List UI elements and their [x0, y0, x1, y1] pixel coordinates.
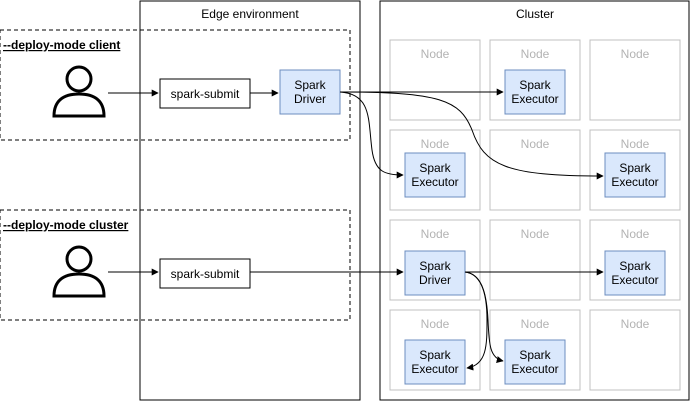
- client-mode-region: --deploy-mode client: [0, 29, 351, 141]
- node-r1c1: [389, 39, 481, 121]
- node-label: Node: [421, 137, 450, 151]
- spark-executor-label-line1: Spark: [519, 348, 551, 362]
- spark-driver-label-line1: Spark: [419, 259, 451, 273]
- spark-executor-label-line2: Executor: [511, 362, 558, 376]
- user-icon: [52, 65, 106, 118]
- node-label: Node: [521, 47, 550, 61]
- spark-driver-label-line2: Driver: [419, 273, 451, 287]
- node-r4c3: [589, 309, 681, 391]
- cluster-mode-region: --deploy-mode cluster: [0, 209, 351, 321]
- arrow-driver-to-executor-3: [339, 91, 604, 180]
- node-label: Node: [621, 317, 650, 331]
- spark-submit-cluster: spark-submit: [159, 258, 251, 289]
- node-label: Node: [621, 137, 650, 151]
- connectors: [108, 88, 604, 371]
- spark-executor: Spark Executor: [504, 339, 566, 385]
- spark-executor-label-line2: Executor: [611, 273, 658, 287]
- spark-executor-label-line1: Spark: [419, 348, 451, 362]
- spark-executor-label-line1: Spark: [419, 161, 451, 175]
- node-label: Node: [521, 227, 550, 241]
- spark-driver-label-line2: Driver: [294, 92, 326, 106]
- spark-executor-label-line1: Spark: [619, 161, 651, 175]
- node-labels: Node Node Node Node Node Node Node Node …: [421, 47, 650, 331]
- arrow-driver-to-executor-6: [464, 271, 504, 363]
- spark-executor-label-line1: Spark: [519, 78, 551, 92]
- spark-executor: Spark Executor: [404, 339, 466, 385]
- edge-environment-title: Edge environment: [201, 7, 299, 21]
- node-label: Node: [521, 137, 550, 151]
- node-label: Node: [421, 317, 450, 331]
- node-label: Node: [421, 47, 450, 61]
- client-mode-label: --deploy-mode client: [3, 38, 120, 52]
- spark-driver-cluster: Spark Driver: [404, 250, 466, 296]
- spark-executor-label-line2: Executor: [411, 175, 458, 189]
- node-label: Node: [421, 227, 450, 241]
- spark-executor-label-line1: Spark: [619, 259, 651, 273]
- node-r3c2: [489, 219, 581, 301]
- spark-executor: Spark Executor: [504, 69, 566, 115]
- cluster-mode-label: --deploy-mode cluster: [3, 218, 129, 232]
- spark-executor-label-line2: Executor: [511, 92, 558, 106]
- node-r2c2: [489, 129, 581, 211]
- node-label: Node: [621, 47, 650, 61]
- spark-executor-label-line2: Executor: [611, 175, 658, 189]
- spark-executor-label-line2: Executor: [411, 362, 458, 376]
- arrow-driver-to-executor-2: [339, 91, 404, 179]
- spark-submit-label: spark-submit: [171, 267, 240, 281]
- node-label: Node: [621, 227, 650, 241]
- spark-executor: Spark Executor: [604, 152, 666, 198]
- user-icon: [52, 245, 106, 298]
- cluster-title: Cluster: [516, 7, 554, 21]
- node-r1c3: [589, 39, 681, 121]
- spark-driver-label-line1: Spark: [294, 78, 326, 92]
- edge-environment-container: Edge environment: [139, 0, 361, 401]
- node-label: Node: [521, 317, 550, 331]
- spark-submit-label: spark-submit: [171, 87, 240, 101]
- spark-executor: Spark Executor: [404, 152, 466, 198]
- spark-executor: Spark Executor: [604, 250, 666, 296]
- spark-driver-client: Spark Driver: [279, 69, 341, 115]
- spark-submit-client: spark-submit: [159, 78, 251, 109]
